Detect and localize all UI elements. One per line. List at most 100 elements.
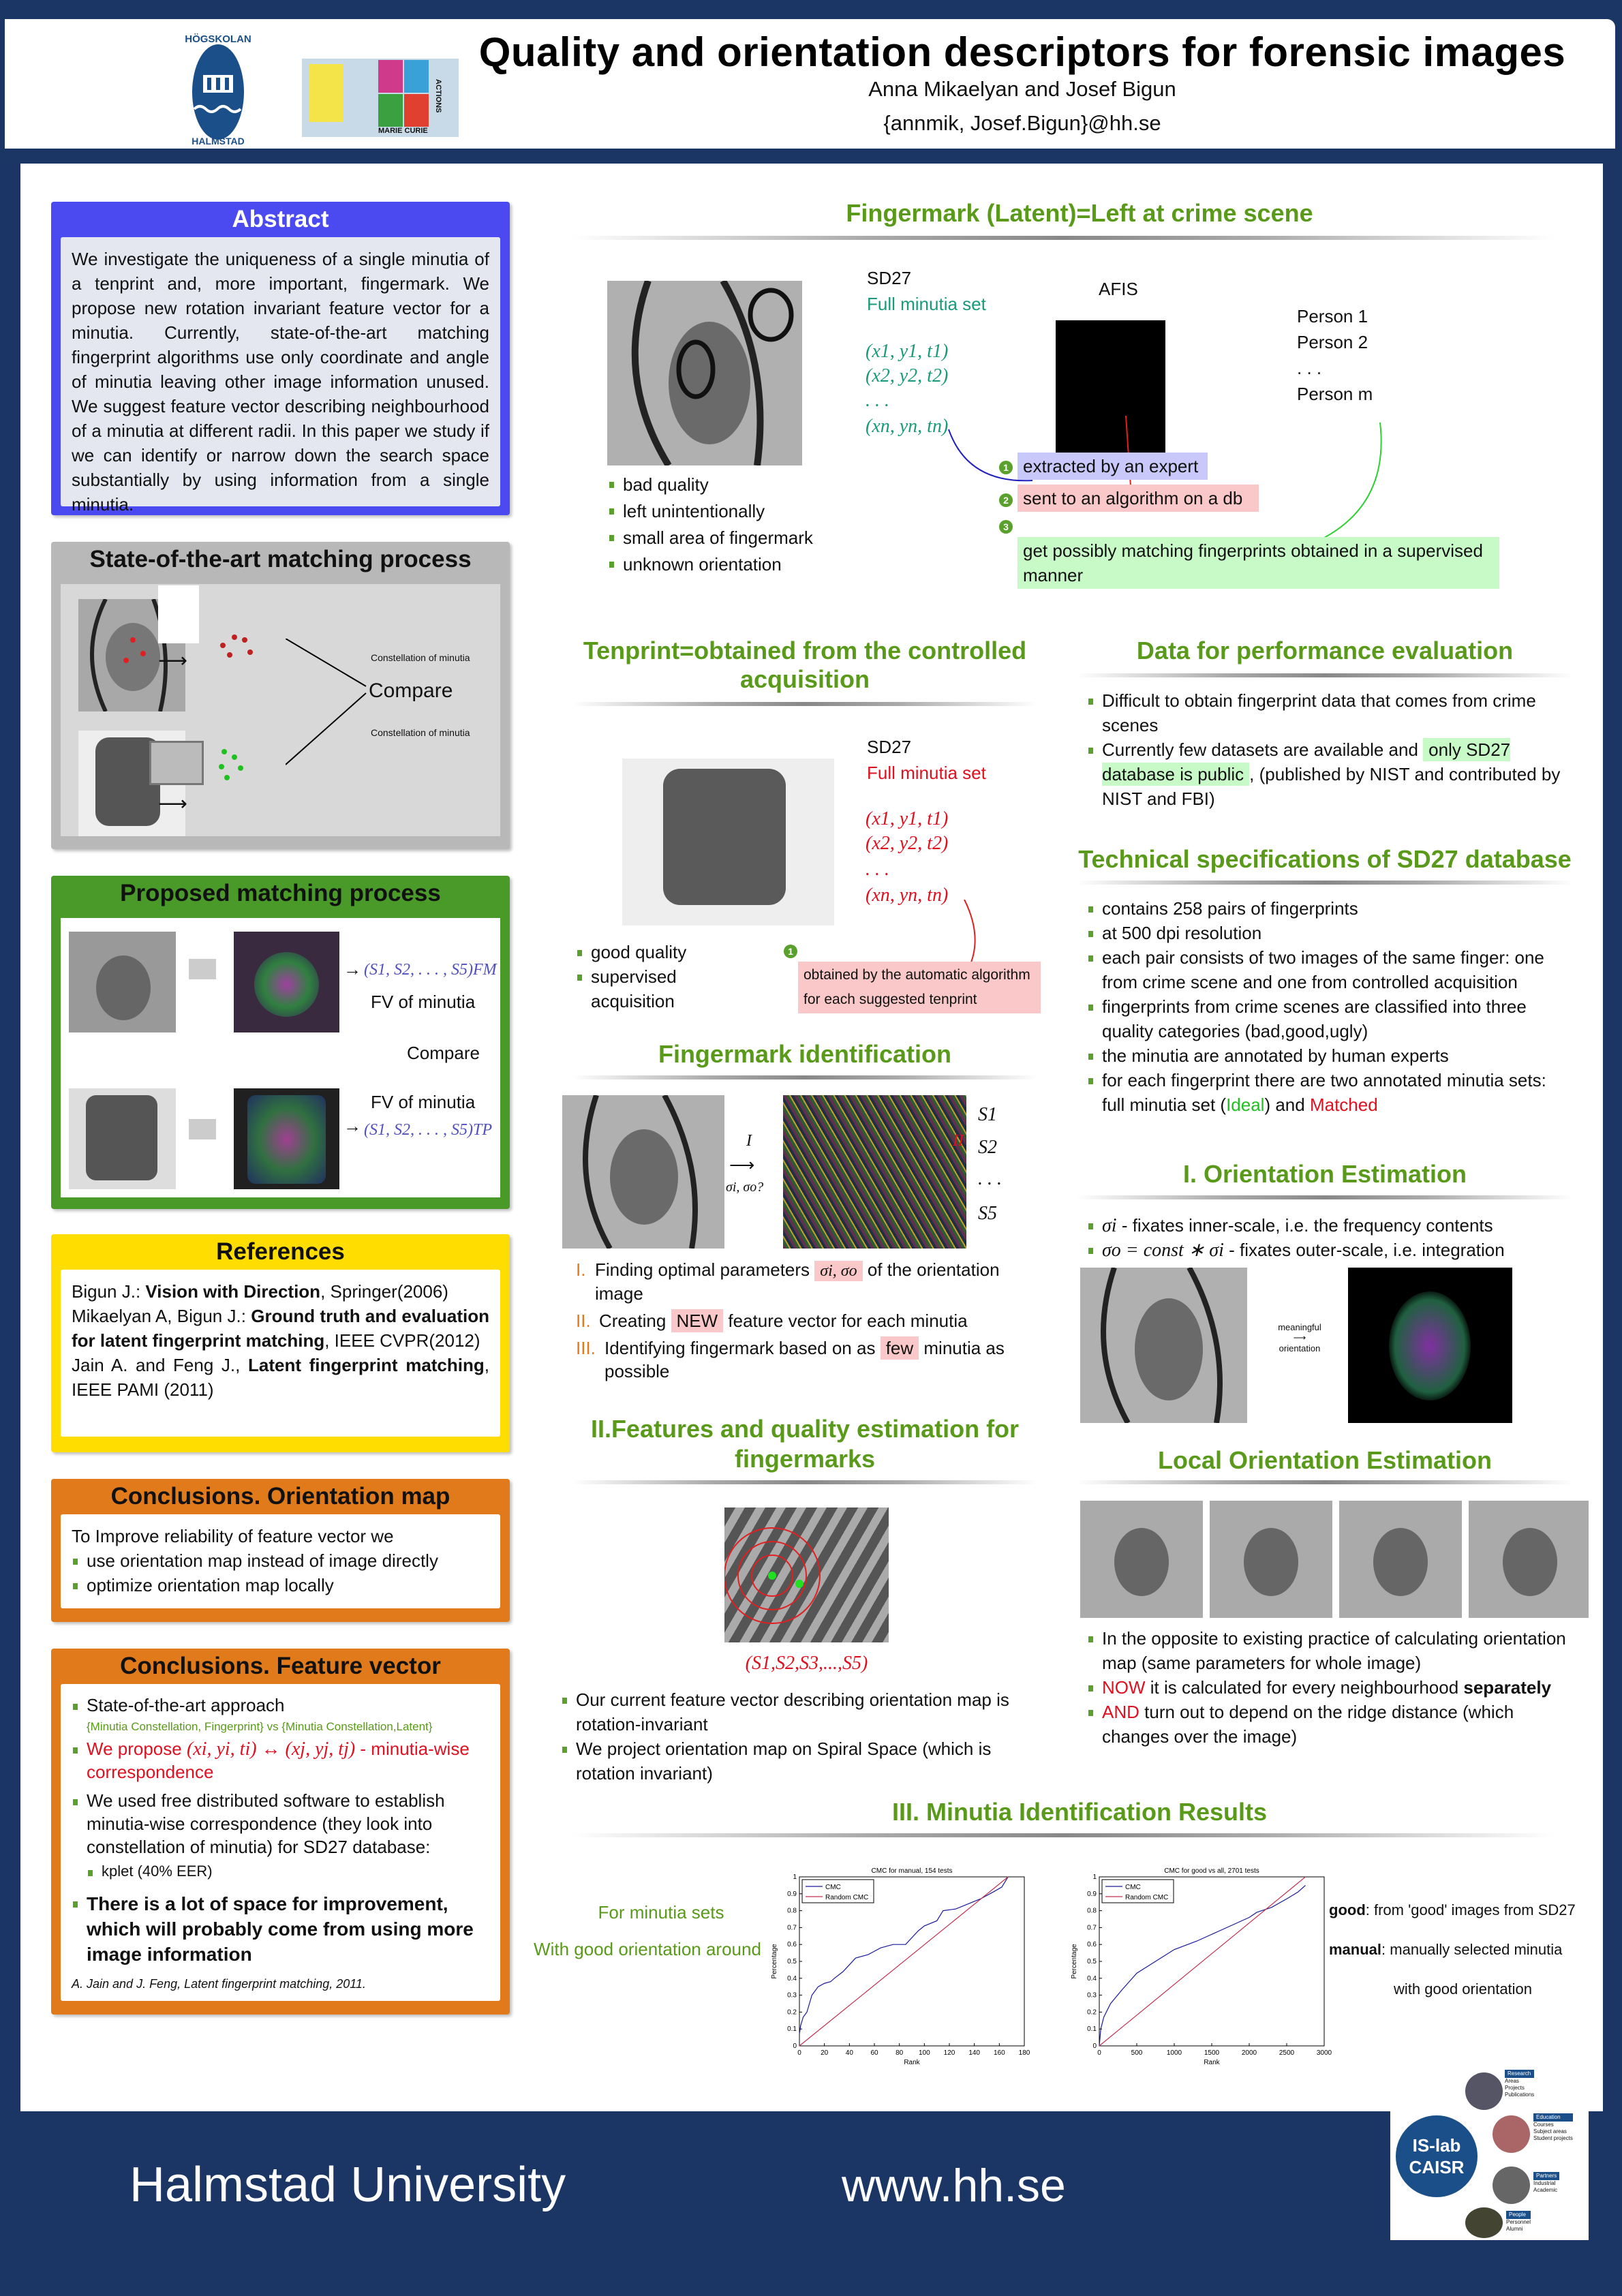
x-tick-label: 1500 bbox=[1204, 2049, 1220, 2057]
bullet-item: Our current feature vector describing or… bbox=[561, 1687, 1038, 1736]
y-tick-label: 0.5 bbox=[787, 1958, 797, 1965]
step-automatic: obtained by the automatic algorithm for … bbox=[798, 962, 1041, 1013]
arrow-caption: meaningful⟶orientation bbox=[1276, 1322, 1323, 1353]
constellation-label-top: Constellation of minutia bbox=[371, 652, 470, 663]
minutia-tuple: (x2, y2, t2) bbox=[866, 365, 949, 386]
x-tick-label: 160 bbox=[994, 2049, 1005, 2057]
x-tick-label: 500 bbox=[1131, 2049, 1143, 2057]
legend-box bbox=[801, 1879, 874, 1903]
divider bbox=[572, 236, 1554, 240]
footer-url[interactable]: www.hh.se bbox=[842, 2160, 1066, 2211]
legend-label: Random CMC bbox=[1125, 1894, 1168, 1901]
tenprint-image bbox=[69, 1088, 176, 1189]
divider bbox=[572, 702, 1037, 706]
tech-spec-list: contains 258 pairs of fingerprints at 50… bbox=[1087, 896, 1564, 1117]
step-extracted: extracted by an expert bbox=[1017, 453, 1208, 480]
arrow-icon: ⟶ bbox=[158, 649, 188, 672]
latent-properties: bad quality left unintentionally small a… bbox=[608, 472, 813, 578]
latent-fingerprint-image bbox=[69, 932, 176, 1032]
orient-est-list: σi - fixates inner-scale, i.e. the frequ… bbox=[1087, 1213, 1578, 1262]
x-tick-label: 120 bbox=[944, 2049, 955, 2057]
afis-label: AFIS bbox=[1099, 279, 1138, 299]
afis-box bbox=[1056, 320, 1165, 454]
arrow-label: II bbox=[953, 1132, 964, 1150]
y-tick-label: 0.3 bbox=[787, 1992, 797, 2000]
chart-title: CMC for good vs all, 2701 tests bbox=[1164, 1867, 1259, 1875]
conclusion-item: optimize orientation map locally bbox=[72, 1573, 489, 1597]
person-item: Person 1 bbox=[1297, 306, 1368, 326]
divider bbox=[1077, 1480, 1573, 1484]
step-item: II.Creating NEW feature vector for each … bbox=[576, 1309, 968, 1332]
conclusions-fv-box: Conclusions. Feature vector State-of-the… bbox=[51, 1649, 510, 2015]
series-line-cmc bbox=[799, 1876, 1009, 2034]
step-number: 1 bbox=[784, 945, 797, 958]
bullet-item: good quality bbox=[576, 940, 733, 964]
plot-area bbox=[1099, 1876, 1325, 2047]
y-tick-label: 0.8 bbox=[1087, 1908, 1097, 1915]
constellation-label-bottom: Constellation of minutia bbox=[371, 727, 470, 738]
x-tick-label: 20 bbox=[821, 2049, 829, 2057]
x-tick-label: 0 bbox=[797, 2049, 801, 2057]
latent-fingerprint-image bbox=[607, 281, 802, 465]
legend-label: CMC bbox=[1125, 1884, 1141, 1891]
references-box: References Bigun J.: Vision with Directi… bbox=[51, 1234, 510, 1452]
y-tick-label: 0.6 bbox=[1087, 1941, 1097, 1948]
header bbox=[5, 19, 1615, 149]
step-number: 3 bbox=[999, 520, 1013, 534]
spiral-space-image bbox=[724, 1507, 889, 1642]
bullet-item: at 500 dpi resolution bbox=[1087, 921, 1564, 945]
bullet-item: small area of fingermark bbox=[608, 525, 813, 551]
bullet-item: We project orientation map on Spiral Spa… bbox=[561, 1736, 1038, 1786]
full-minutia-set-label: Full minutia set bbox=[867, 294, 986, 314]
citation: A. Jain and J. Feng, Latent fingerprint … bbox=[72, 1977, 366, 1991]
x-tick-label: 0 bbox=[1097, 2049, 1101, 2057]
bullet-item: σi - fixates inner-scale, i.e. the frequ… bbox=[1087, 1213, 1578, 1238]
bullet-item: Difficult to obtain fingerprint data tha… bbox=[1087, 688, 1578, 737]
fm-feature-vector: (S1, S2, . . . , S5)FM bbox=[364, 961, 497, 979]
bullet-item: NOW it is calculated for every neighbour… bbox=[1087, 1675, 1578, 1700]
latent-fingerprint-image bbox=[1080, 1268, 1247, 1423]
orientation-map-fm bbox=[234, 932, 339, 1032]
y-tick-label: 0.1 bbox=[787, 2025, 797, 2033]
green-minutiae-icon bbox=[217, 748, 245, 782]
y-tick-label: 0.1 bbox=[1087, 2025, 1097, 2033]
results-title: III. Minutia Identification Results bbox=[891, 1798, 1268, 1826]
tech-spec-title: Technical specifications of SD27 databas… bbox=[1078, 845, 1572, 873]
series-line-random-cmc bbox=[1099, 1876, 1306, 2047]
y-tick-label: 1 bbox=[1092, 1873, 1097, 1881]
local-orientation-image bbox=[1210, 1501, 1332, 1618]
y-tick-label: 0.9 bbox=[787, 1891, 797, 1898]
results-left-line1: For minutia sets bbox=[598, 1902, 724, 1923]
bullet-item: unknown orientation bbox=[608, 551, 813, 578]
legend-label: CMC bbox=[825, 1884, 841, 1891]
data-perf-title: Data for performance evaluation bbox=[1136, 637, 1514, 664]
y-axis-label: Percentage bbox=[1071, 1944, 1078, 1979]
state-of-art-title: State-of-the-art matching process bbox=[89, 546, 472, 572]
partners-photo bbox=[1493, 2167, 1530, 2204]
orientation-image bbox=[783, 1095, 966, 1249]
svg-text:HÖGSKOLAN: HÖGSKOLAN bbox=[185, 33, 251, 45]
bullet-item: the minutia are annotated by human exper… bbox=[1087, 1043, 1564, 1068]
latent-fingerprint-image bbox=[562, 1095, 724, 1249]
state-of-art-diagram: ⟶ ⟶ Constellation of minutia Constellati… bbox=[61, 584, 500, 836]
arrow-label: I bbox=[746, 1132, 752, 1150]
conclusions-intro: To Improve reliability of feature vector… bbox=[72, 1526, 394, 1546]
minutia-tuple: (xn, yn, tn) bbox=[866, 416, 949, 437]
abstract-text: We investigate the uniqueness of a singl… bbox=[61, 237, 500, 515]
y-tick-label: 0 bbox=[1092, 2042, 1097, 2050]
sketch-icon bbox=[158, 585, 199, 643]
orientation-map-image bbox=[1348, 1268, 1512, 1423]
step-sent: sent to an algorithm on a db bbox=[1017, 485, 1259, 512]
arrow-icon: → bbox=[343, 959, 361, 979]
authors: Anna Mikaelyan and Josef Bigun bbox=[868, 77, 1176, 101]
fv-item-3-sub: kplet (40% EER) bbox=[87, 1860, 489, 1883]
x-tick-label: 2500 bbox=[1279, 2049, 1295, 2057]
s-label: S1 bbox=[978, 1104, 997, 1125]
local-orientation-image bbox=[1339, 1501, 1462, 1618]
manual-description-cont: with good orientation bbox=[1394, 1980, 1533, 1997]
minutia-tuple: (xn, yn, tn) bbox=[866, 885, 949, 906]
